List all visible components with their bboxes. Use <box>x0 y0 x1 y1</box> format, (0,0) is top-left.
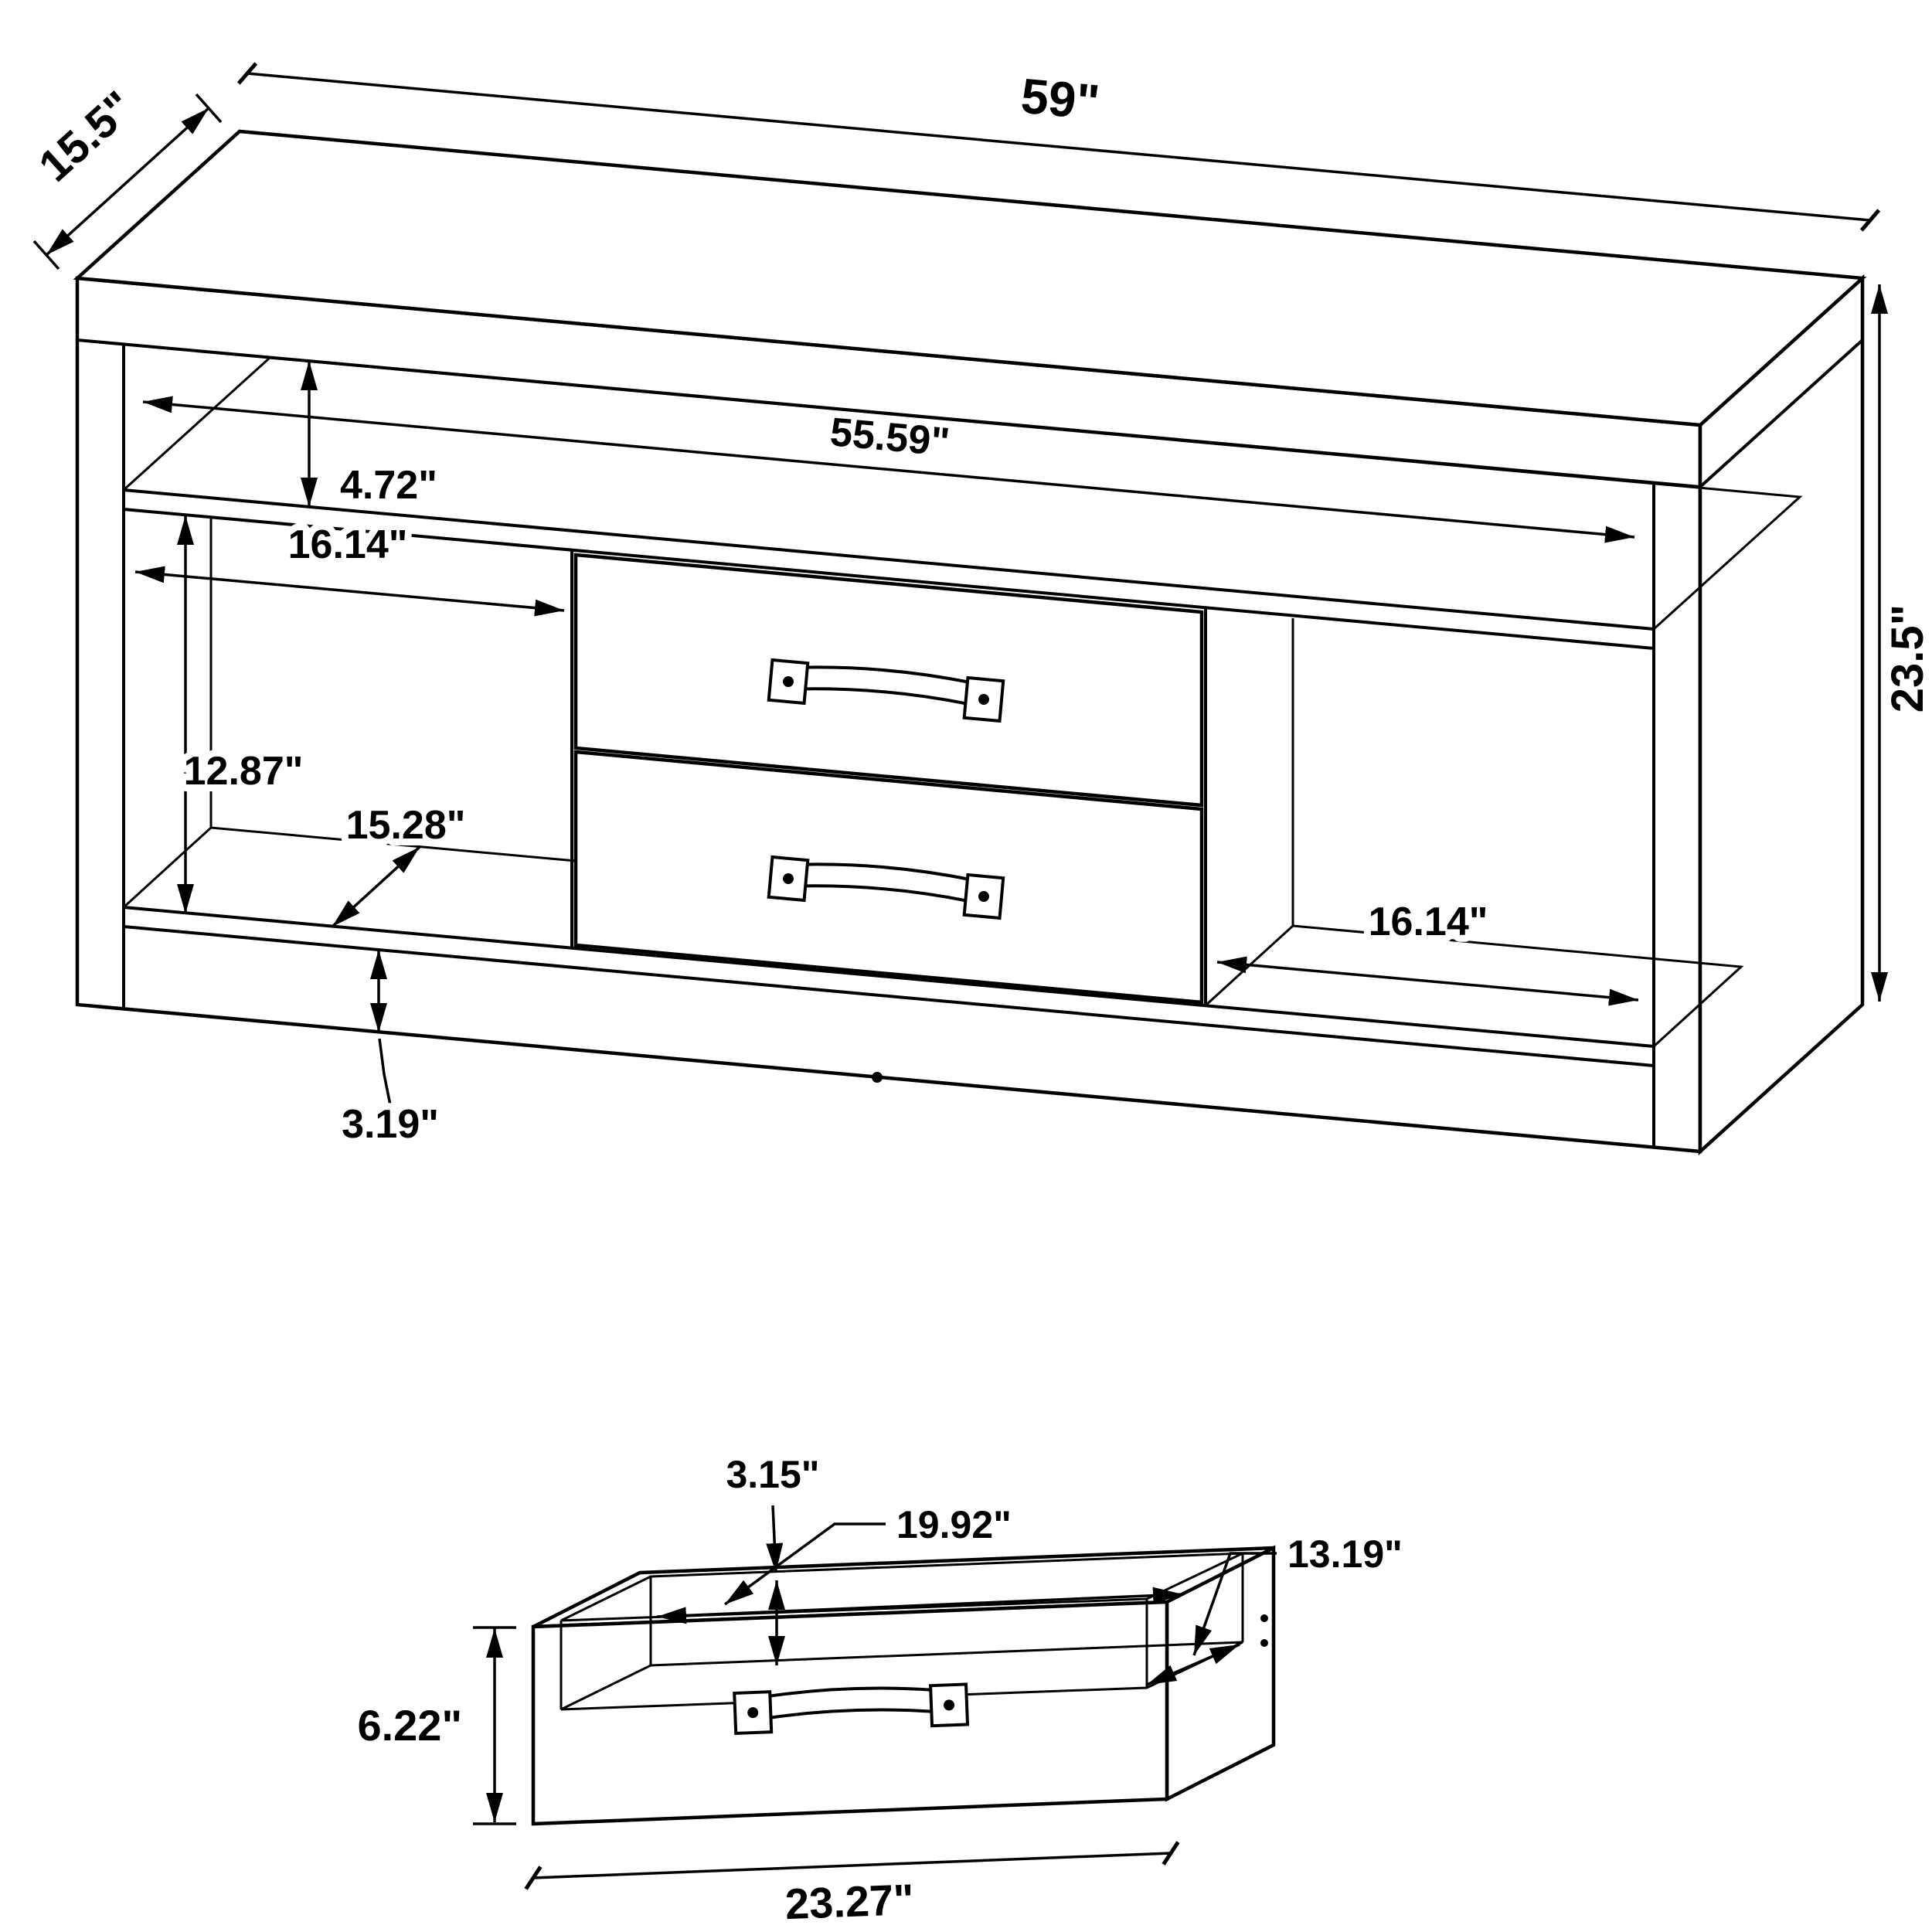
base-height-label: 3.19" <box>342 1102 439 1147</box>
drawer-screw-dot-1 <box>1260 1614 1268 1622</box>
dim-right-opening-width: 16.14" <box>1216 893 1639 1006</box>
dim-drawer-interior-width: 19.92" <box>656 1496 1183 1624</box>
drawer-front-face <box>531 1600 1169 1826</box>
dim-stand-height: 23.5" <box>1871 284 1932 1002</box>
stand-width-label: 59" <box>1019 68 1102 131</box>
dim-drawer-height: 6.22" <box>350 1626 516 1825</box>
stand-right-face <box>1698 274 1865 1156</box>
dim-left-opening-width: 16.14" <box>134 515 565 617</box>
dim-base-height: 3.19" <box>335 950 446 1154</box>
drawer-interior-depth-label: 13.19" <box>1287 1532 1403 1576</box>
dim-left-opening-height: 12.87" <box>177 515 310 913</box>
dim-shelf-depth: 15.28" <box>331 796 472 928</box>
right-opening-width-label: 16.14" <box>1369 900 1488 944</box>
left-opening-height-label: 12.87" <box>184 749 304 794</box>
left-opening-width-label: 16.14" <box>288 522 408 567</box>
drawer-width-label: 23.27" <box>784 1875 915 1928</box>
drawer-screw-dot-2 <box>1260 1639 1268 1647</box>
dim-drawer-width: 23.27" <box>524 1841 1180 1932</box>
dim-drawer-interior-height: 3.15" <box>719 1446 827 1665</box>
drawer-drawing <box>531 1545 1276 1826</box>
shelf-depth-label: 15.28" <box>346 803 466 848</box>
stand-height-label: 23.5" <box>1883 604 1932 713</box>
stand-interior-width-label: 55.59" <box>828 410 951 465</box>
dim-stand-overall-width: 59" <box>236 61 1881 232</box>
top-shelf-height-label: 4.72" <box>340 463 437 508</box>
drawer-interior-width-label: 19.92" <box>896 1503 1012 1546</box>
tv-stand-drawing <box>73 129 1867 1156</box>
dim-drawer-interior-depth: 13.19" <box>1146 1526 1410 1686</box>
dim-top-shelf-height: 4.72" <box>301 361 444 515</box>
stand-bottom-knob <box>872 1072 883 1083</box>
drawer-height-label: 6.22" <box>357 1701 462 1750</box>
drawer-interior-height-label: 3.15" <box>726 1453 819 1496</box>
dim-stand-interior-width: 55.59" <box>142 396 1635 543</box>
